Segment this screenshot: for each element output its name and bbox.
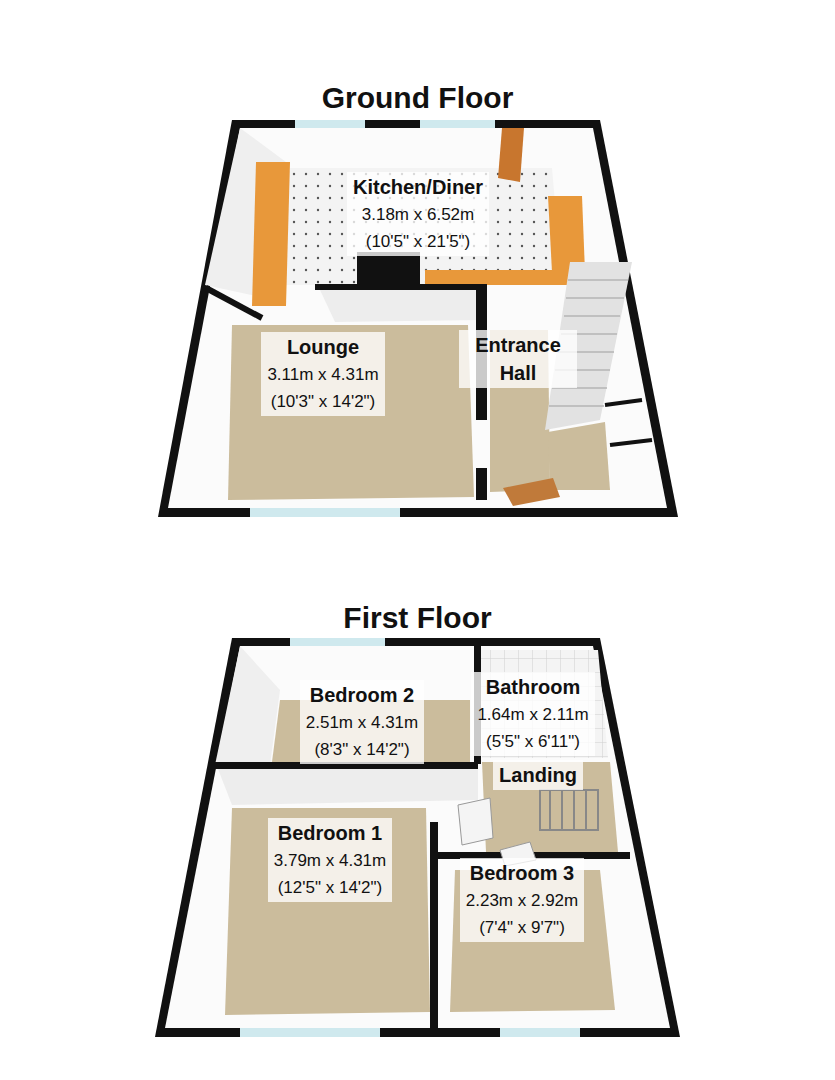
room-label: Bedroom 13.79m x 4.31m(12'5" x 14'2") bbox=[268, 818, 392, 902]
floor-title: Ground Floor bbox=[150, 80, 685, 116]
room-dimension: 3.18m x 6.52m bbox=[353, 201, 483, 228]
room-label: Bathroom1.64m x 2.11m(5'5" x 6'11") bbox=[471, 672, 594, 756]
room-label: Entrance Hall bbox=[459, 330, 577, 388]
floor-plan: First FloorBedroom 22.51m x 4.31m(8'3" x… bbox=[150, 598, 685, 1038]
room-dimension: 2.23m x 2.92m bbox=[466, 887, 578, 914]
room-dimension: 2.51m x 4.31m bbox=[306, 709, 418, 736]
room-dimension: (10'3" x 14'2") bbox=[267, 388, 378, 415]
room-name: Bathroom bbox=[477, 673, 588, 701]
room-dimension: (7'4" x 9'7") bbox=[466, 914, 578, 941]
room-name: Landing bbox=[499, 761, 577, 789]
ground-floor-drawing bbox=[158, 120, 678, 517]
floor-plan: Ground FloorKitchen/Diner3.18m x 6.52m(1… bbox=[150, 78, 685, 518]
room-dimension: (5'5" x 6'11") bbox=[477, 728, 588, 755]
room-name: Bedroom 1 bbox=[274, 819, 386, 847]
room-dimension: (8'3" x 14'2") bbox=[306, 736, 418, 763]
room-dimension: (10'5" x 21'5") bbox=[353, 228, 483, 255]
room-name: Entrance Hall bbox=[465, 331, 571, 387]
first-floor-drawing bbox=[155, 638, 680, 1037]
room-label: Kitchen/Diner3.18m x 6.52m(10'5" x 21'5"… bbox=[347, 172, 489, 256]
room-name: Lounge bbox=[267, 333, 378, 361]
room-dimension: (12'5" x 14'2") bbox=[274, 874, 386, 901]
room-dimension: 1.64m x 2.11m bbox=[477, 701, 588, 728]
room-name: Bedroom 2 bbox=[306, 681, 418, 709]
room-label: Landing bbox=[493, 760, 583, 790]
room-label: Lounge3.11m x 4.31m(10'3" x 14'2") bbox=[261, 332, 384, 416]
floor-title: First Floor bbox=[150, 600, 685, 636]
room-label: Bedroom 22.51m x 4.31m(8'3" x 14'2") bbox=[300, 680, 424, 764]
room-dimension: 3.79m x 4.31m bbox=[274, 847, 386, 874]
room-name: Bedroom 3 bbox=[466, 859, 578, 887]
room-label: Bedroom 32.23m x 2.92m(7'4" x 9'7") bbox=[460, 858, 584, 942]
room-dimension: 3.11m x 4.31m bbox=[267, 361, 378, 388]
room-name: Kitchen/Diner bbox=[353, 173, 483, 201]
